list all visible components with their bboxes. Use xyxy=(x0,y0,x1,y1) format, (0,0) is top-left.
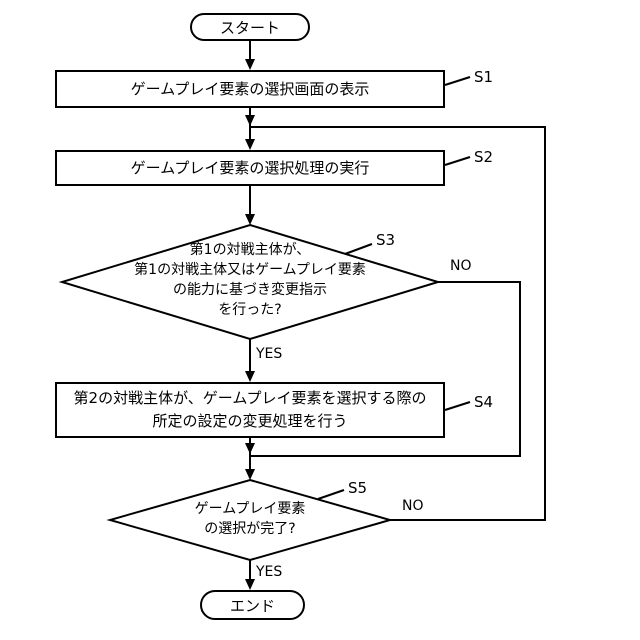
tick-s1 xyxy=(444,76,471,86)
arrow-into-s3 xyxy=(245,214,255,225)
end-node: エンド xyxy=(200,590,305,620)
arrowheads xyxy=(245,59,255,590)
arrow-into-s2 xyxy=(245,139,255,150)
loop-s3-no xyxy=(250,281,521,457)
branch-label-yes-s5: YES xyxy=(256,564,283,580)
step-label-s3: S3 xyxy=(376,231,396,249)
arrow-into-bottom-junction xyxy=(245,443,255,454)
decision-s3-text: 第1の対戦主体が、 第1の対戦主体又はゲームプレイ要素 の能力に基づき変更指示 … xyxy=(134,242,366,318)
step-label-s5: S5 xyxy=(348,479,368,497)
tick-s2 xyxy=(444,156,471,166)
tick-s5 xyxy=(317,489,345,500)
arrow-into-s5 xyxy=(245,469,255,480)
step-label-s1: S1 xyxy=(474,68,494,86)
loop-s5-no xyxy=(250,126,546,521)
process-s4: 第2の対戦主体が、ゲームプレイ要素を選択する際の 所定の設定の変更処理を行う xyxy=(55,382,445,438)
process-s2: ゲームプレイ要素の選択処理の実行 xyxy=(55,150,445,186)
arrow-into-top-junction xyxy=(245,115,255,126)
arrow-into-s4 xyxy=(245,371,255,382)
branch-label-yes-s3: YES xyxy=(256,346,283,362)
tick-s3 xyxy=(344,243,373,255)
arrow-into-s1 xyxy=(245,59,255,70)
arrow-into-end xyxy=(245,579,255,590)
tick-s4 xyxy=(444,401,471,411)
step-label-s4: S4 xyxy=(474,393,494,411)
branch-label-no-s3: NO xyxy=(450,258,472,274)
step-label-s2: S2 xyxy=(474,148,494,166)
process-s1: ゲームプレイ要素の選択画面の表示 xyxy=(55,70,445,108)
decision-s5-text: ゲームプレイ要素 の選択が完了? xyxy=(194,501,306,537)
start-node: スタート xyxy=(190,13,310,41)
branch-label-no-s5: NO xyxy=(402,498,424,514)
